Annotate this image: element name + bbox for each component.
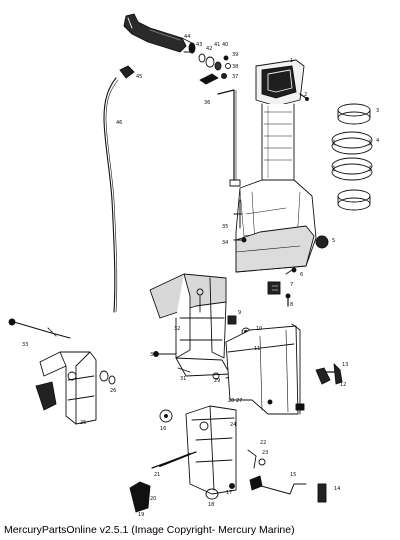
callout-label: 11 [254, 346, 260, 352]
callout-label: 24 [230, 422, 236, 428]
callout-label: 17 [226, 490, 232, 496]
bearing-rings [331, 103, 373, 211]
callout-label: 46 [116, 120, 122, 126]
callout-label: 19 [138, 512, 144, 518]
callout-label: 20 [150, 496, 156, 502]
callout-label: 4 [376, 138, 379, 144]
exploded-parts-diagram: 44 43 42 41 40 39 38 37 36 1 2 3 4 5 46 … [8, 13, 379, 518]
callout-label: 22 [260, 440, 266, 446]
callout-label: 41 [214, 42, 220, 48]
callout-label: 27 [236, 398, 242, 404]
callout-label: 35 [222, 224, 228, 230]
swivel-bracket [149, 273, 251, 400]
callout-label: 38 [232, 64, 238, 70]
callout-label: 28 [228, 398, 234, 404]
callout-label: 30 [150, 352, 156, 358]
callout-label: 14 [334, 486, 340, 492]
callout-label: 36 [204, 100, 210, 106]
callout-label: 25 [80, 420, 86, 426]
callout-label: 37 [232, 74, 238, 80]
washer-stack [198, 53, 231, 85]
callout-label: 5 [332, 238, 335, 244]
small-clip-part [119, 65, 135, 79]
callout-label: 10 [256, 326, 262, 332]
callout-label: 9 [238, 310, 241, 316]
stern-bracket-left [8, 318, 116, 425]
driveshaft-housing [233, 59, 329, 273]
callout-label: 26 [110, 388, 116, 394]
callout-label: 6 [300, 272, 303, 278]
callout-label: 15 [290, 472, 296, 478]
callout-label: 8 [290, 302, 293, 308]
callout-label: 39 [232, 52, 238, 58]
callout-label: 42 [206, 46, 212, 52]
lower-stern-bracket [129, 405, 327, 513]
callout-label: 43 [196, 42, 202, 48]
stern-bracket-right [225, 323, 343, 415]
callout-label: 29 [214, 378, 220, 384]
callout-label: 23 [262, 450, 268, 456]
callout-label: 18 [208, 502, 214, 508]
callout-label: 21 [154, 472, 160, 478]
callout-labels: 44 43 42 41 40 39 38 37 36 1 2 3 4 5 46 … [22, 34, 379, 518]
callout-label: 45 [136, 74, 142, 80]
callout-label: 7 [290, 282, 293, 288]
callout-label: 44 [184, 34, 190, 40]
tiller-arm-assembly [123, 13, 196, 54]
callout-label: 13 [342, 362, 348, 368]
control-cable [103, 77, 119, 313]
grease-fitting-group [267, 267, 297, 307]
callout-label: 33 [22, 342, 28, 348]
callout-label: 16 [160, 426, 166, 432]
callout-label: 40 [222, 42, 228, 48]
callout-label: 32 [174, 326, 180, 332]
copyright-caption: MercuryPartsOnline v2.5.1 (Image Copyrig… [4, 524, 295, 536]
callout-label: 31 [180, 376, 186, 382]
callout-label: 34 [222, 240, 228, 246]
callout-label: 2 [304, 92, 307, 98]
callout-label: 1 [290, 58, 293, 64]
shift-rod [217, 89, 241, 187]
callout-label: 3 [376, 108, 379, 114]
callout-label: 12 [340, 382, 346, 388]
